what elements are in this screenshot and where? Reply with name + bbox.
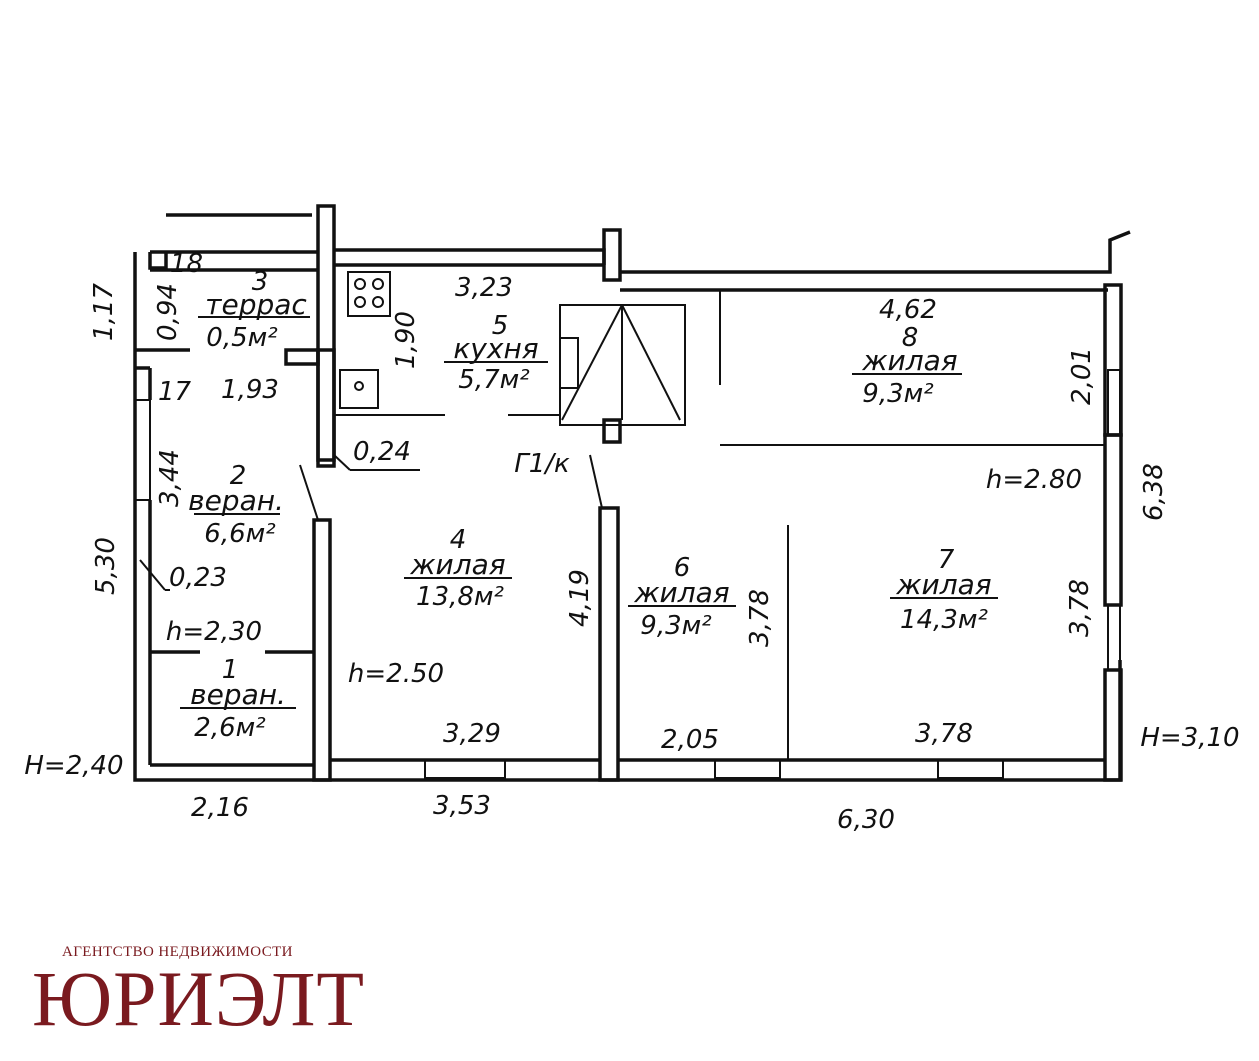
- dim-label: 2,05: [661, 725, 719, 755]
- dim-label: 1,90: [391, 311, 421, 369]
- dim-label: 0,24: [353, 437, 411, 467]
- dim-label: 5,30: [91, 537, 121, 595]
- room-7-number: 7: [938, 545, 955, 575]
- room-3-area: 0,5м²: [206, 323, 277, 353]
- dim-label: 4,62: [879, 295, 937, 325]
- room-7-name: жилая: [895, 568, 991, 601]
- dim-label: 0,94: [153, 283, 183, 341]
- height-label: H=3,10: [1140, 723, 1239, 753]
- height-label: h=2,30: [166, 617, 262, 647]
- dim-label: 4,19: [565, 569, 595, 627]
- room-8-name: жилая: [861, 344, 957, 377]
- brand-name: ЮРИЭЛТ: [32, 955, 366, 1042]
- dim-label: 2,16: [191, 793, 249, 823]
- room-1-name: веран.: [190, 678, 286, 711]
- height-labels: h=2,30 h=2.50 h=2.80 H=2,40 H=3,10: [24, 465, 1239, 781]
- room-5-area: 5,7м²: [458, 365, 529, 395]
- room-5-name: кухня: [453, 332, 538, 365]
- room-4-number: 4: [450, 525, 467, 555]
- room-6-number: 6: [674, 553, 691, 583]
- room-8-area: 9,3м²: [862, 379, 933, 409]
- room-5-number: 5: [492, 311, 509, 341]
- room-4-area: 13,8м²: [416, 582, 504, 612]
- room-3-name: террас: [205, 288, 307, 321]
- room-labels: 1 веран. 2,6м² 2 веран. 6,6м² 3 террас 0…: [180, 267, 998, 743]
- dim-label: 3,78: [745, 589, 775, 647]
- room-6-area: 9,3м²: [640, 611, 711, 641]
- dim-label: 1,17: [89, 283, 119, 341]
- stove-label: Г1/к: [514, 449, 570, 479]
- height-label: H=2,40: [24, 751, 123, 781]
- room-8-number: 8: [902, 323, 919, 353]
- height-label: h=2.80: [986, 465, 1082, 495]
- dim-label: 18: [170, 249, 203, 279]
- dim-label: 17: [158, 377, 192, 407]
- room-1-area: 2,6м²: [194, 713, 265, 743]
- dim-label: 6,38: [1139, 463, 1169, 521]
- room-2-name: веран.: [188, 484, 284, 517]
- dimension-labels: 18 1,17 0,94 17 1,93 1,90 3,23 0,24 3,44…: [89, 249, 1169, 835]
- height-label: h=2.50: [348, 659, 444, 689]
- dim-label: 3,44: [155, 449, 185, 507]
- dim-label: 0,23: [169, 563, 227, 593]
- room-3-number: 3: [252, 267, 269, 297]
- dim-label: 2,01: [1067, 347, 1097, 405]
- room-7-area: 14,3м²: [900, 605, 988, 635]
- walls: [133, 204, 1131, 782]
- room-2-area: 6,6м²: [204, 519, 275, 549]
- brand-subtitle: АГЕНТСТВО НЕДВИЖИМОСТИ: [62, 944, 293, 960]
- dim-label: 3,53: [433, 791, 491, 821]
- dim-label: 3,23: [455, 273, 513, 303]
- dim-label: 3,29: [443, 719, 501, 749]
- dim-label: 1,93: [221, 375, 279, 405]
- room-4-name: жилая: [409, 548, 505, 581]
- room-2-number: 2: [230, 461, 247, 491]
- room-1-number: 1: [222, 655, 239, 685]
- dim-label: 3,78: [1065, 579, 1095, 637]
- dim-label: 3,78: [915, 719, 973, 749]
- room-6-name: жилая: [633, 576, 729, 609]
- dim-label: 6,30: [837, 805, 895, 835]
